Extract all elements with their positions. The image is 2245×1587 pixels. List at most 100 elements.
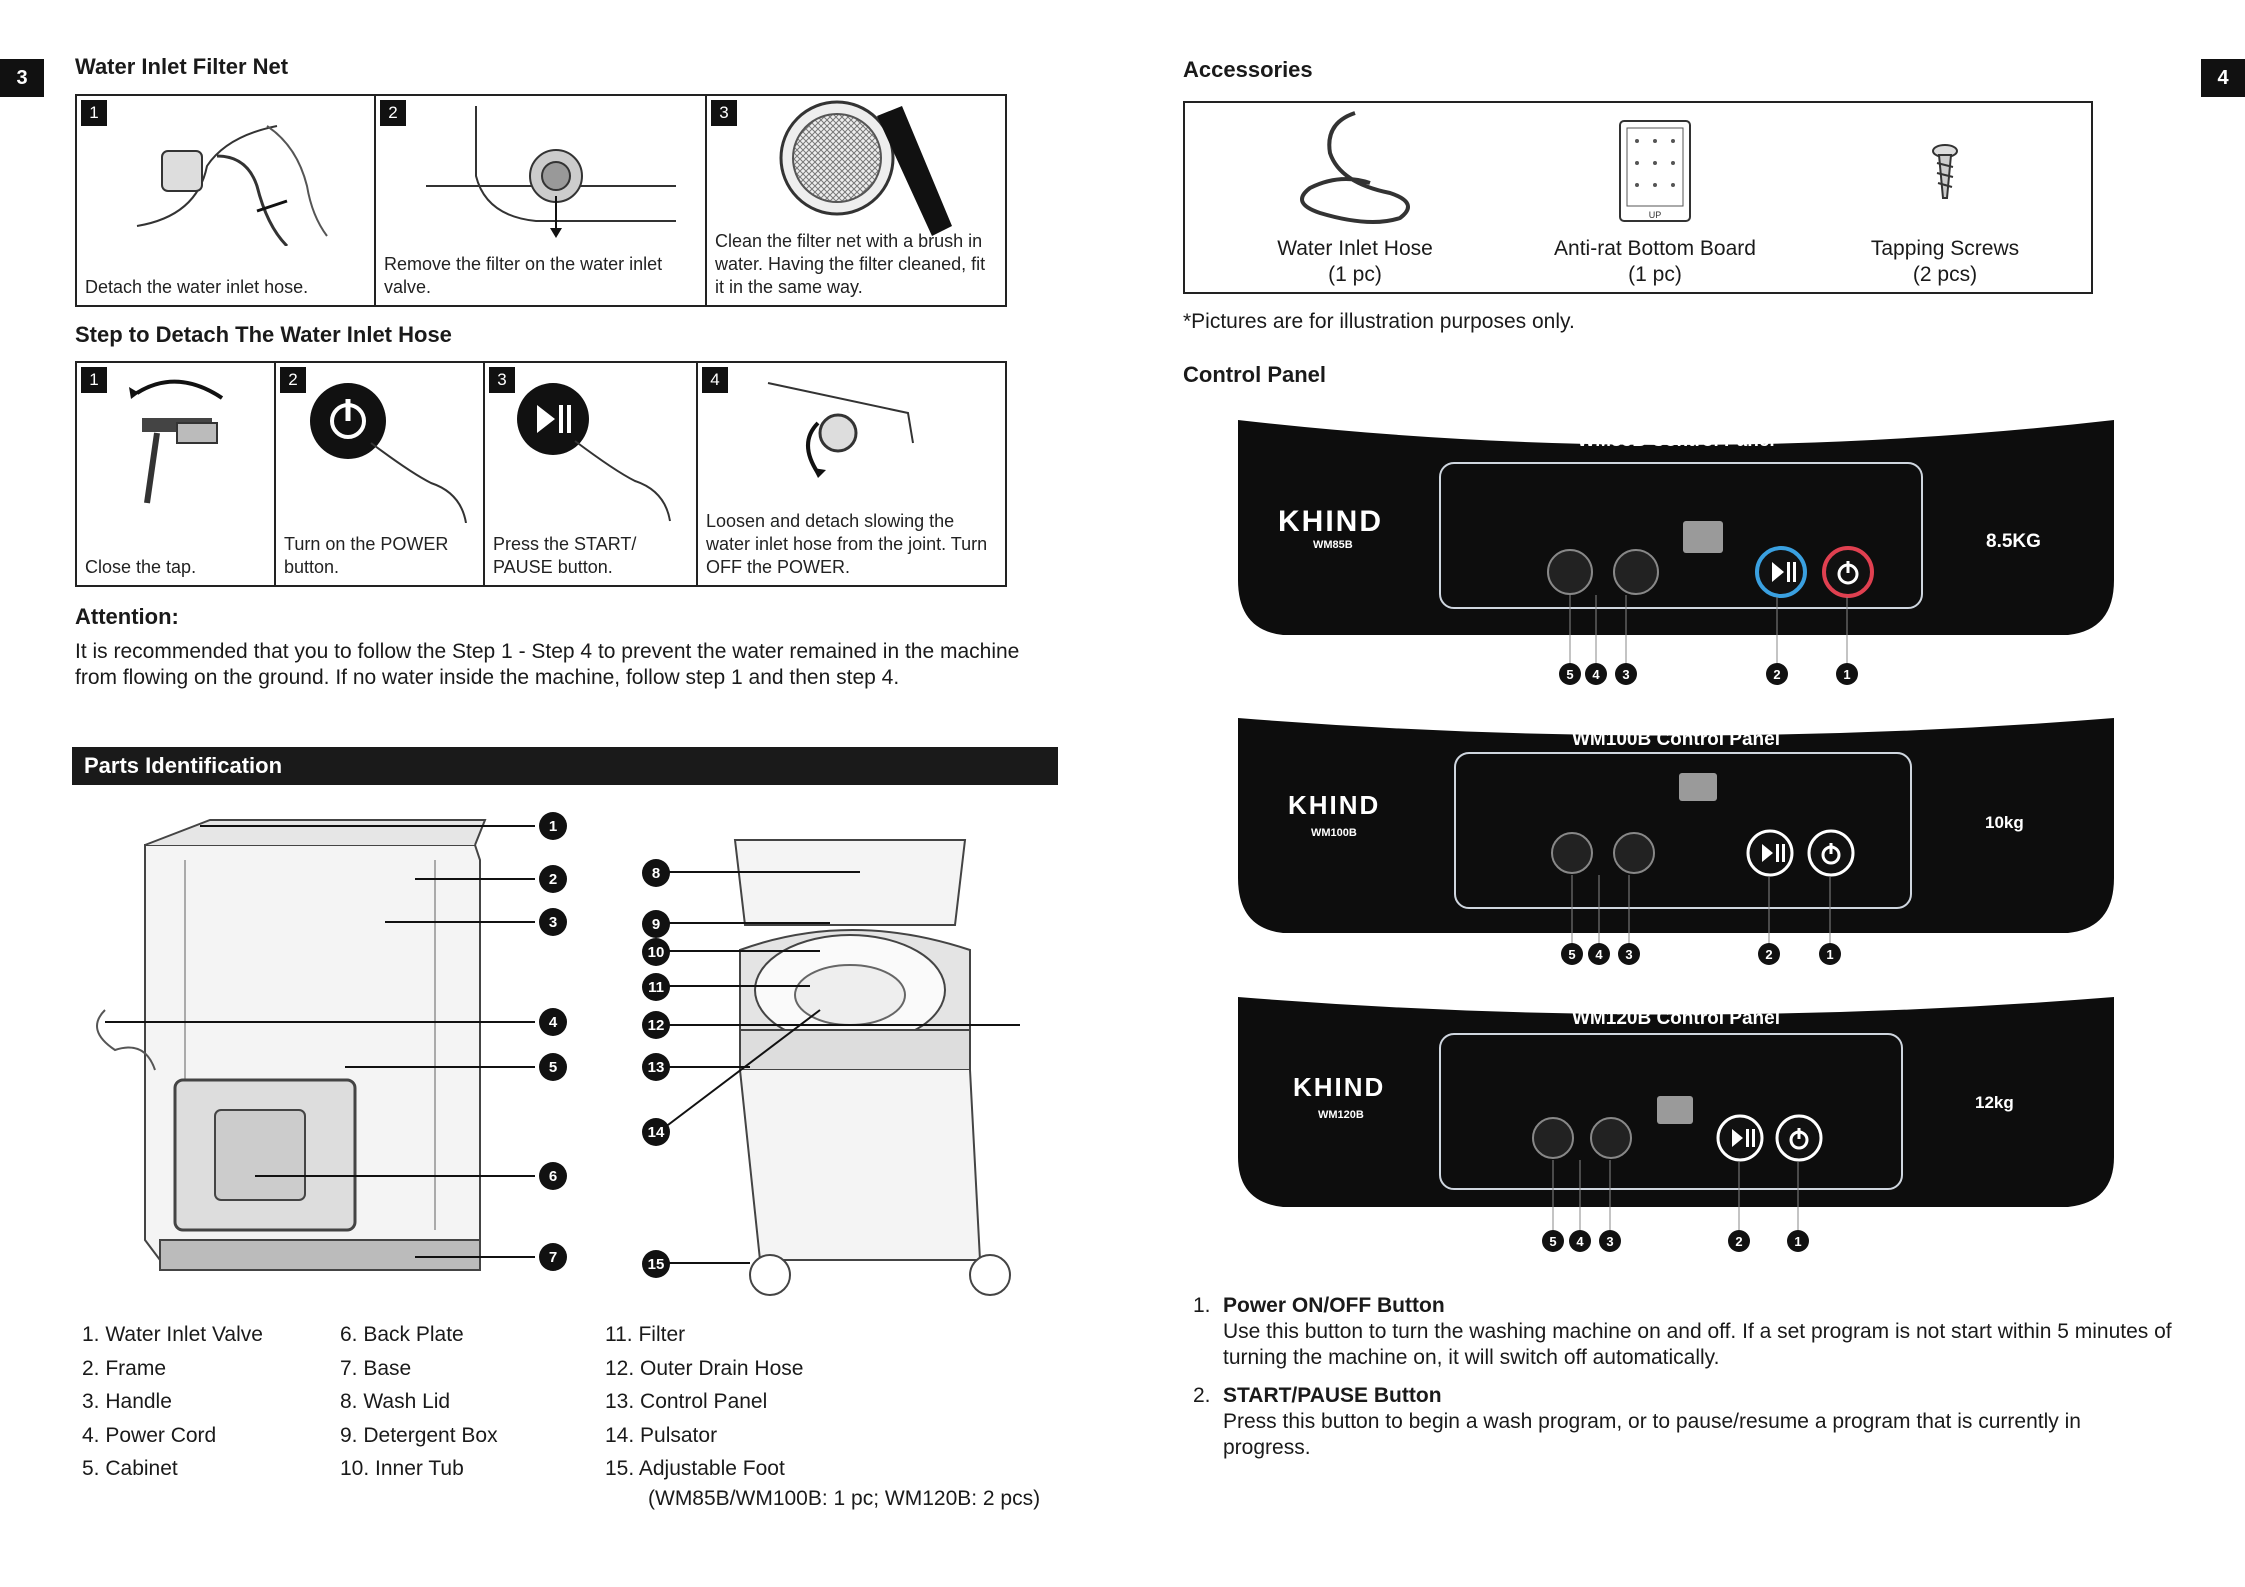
water-level-button[interactable]	[1547, 549, 1593, 595]
hose-icon	[1300, 111, 1410, 224]
part-item: 8. Wash Lid	[340, 1390, 451, 1413]
accessory-hose: Water Inlet Hose (1 pc)	[1235, 103, 1475, 288]
panel-body	[1238, 718, 2114, 949]
step-caption: Loosen and detach slowing the water inle…	[706, 511, 988, 577]
description-start-pause: 2.START/PAUSE Button Press this button t…	[1193, 1383, 2173, 1461]
display-screen	[1657, 1096, 1693, 1124]
filter-step-2: 2 Remove the filter on the water inlet v…	[376, 96, 707, 305]
brand-logo: KHIND	[1288, 790, 1381, 820]
panel-marker: 3	[1615, 663, 1637, 685]
callout-marker: 12	[642, 1011, 670, 1039]
accessory-qty: (1 pc)	[1628, 263, 1682, 286]
parts-list-col3: 11. Filter 12. Outer Drain Hose 13. Cont…	[605, 1318, 1040, 1512]
step-number: 3	[711, 100, 737, 126]
brand-logo: KHIND	[1293, 1072, 1386, 1102]
display-screen	[1683, 521, 1723, 553]
panel-marker: 1	[1836, 663, 1858, 685]
step-caption: Turn on the POWER button.	[284, 534, 449, 577]
callout-marker: 9	[642, 910, 670, 938]
panel-wm100b: WM100B Control Panel KHIND WM100B 10kg 5…	[1233, 713, 2119, 973]
callout-marker: 5	[539, 1053, 567, 1081]
callout-marker: 6	[539, 1162, 567, 1190]
panel-capacity: 10kg	[1985, 813, 2024, 832]
control-panel-title: Control Panel	[1183, 362, 1327, 387]
step-caption: Close the tap.	[85, 557, 197, 577]
accessories-box: Water Inlet Hose (1 pc) UP Anti-rat Bott…	[1183, 101, 2093, 294]
program-button[interactable]	[1613, 832, 1655, 874]
panel-marker: 4	[1588, 943, 1610, 965]
program-button[interactable]	[1613, 549, 1659, 595]
panel-wm85b: WM85B Control Panel KHIND WM85B 8.5KG 5 …	[1233, 415, 2119, 685]
description-number: 1.	[1193, 1294, 1211, 1317]
part-item: 12. Outer Drain Hose	[605, 1356, 804, 1380]
panel-title: WM100B Control Panel	[1572, 729, 1780, 750]
panel-capacity: 8.5KG	[1986, 531, 2041, 552]
part-item: 1. Water Inlet Valve	[82, 1323, 263, 1346]
part-item: 5. Cabinet	[82, 1457, 178, 1480]
callout-marker: 11	[642, 973, 670, 1001]
description-title: START/PAUSE Button	[1223, 1384, 1442, 1407]
power-button-illustration	[310, 383, 467, 523]
remove-filter-illustration	[426, 106, 676, 238]
filter-section-title: Water Inlet Filter Net	[75, 54, 289, 79]
panel-body	[1238, 997, 2114, 1230]
accessory-qty: (1 pc)	[1328, 263, 1382, 286]
panel-wm120b: WM120B Control Panel KHIND WM120B 12kg 5…	[1233, 992, 2119, 1257]
part-item: 2. Frame	[82, 1356, 167, 1380]
callout-marker: 2	[539, 865, 567, 893]
accessory-qty: (2 pcs)	[1912, 263, 1978, 286]
attention-title: Attention:	[75, 604, 179, 629]
step-number: 4	[702, 367, 728, 393]
loosen-hose-illustration	[767, 382, 914, 478]
water-level-button[interactable]	[1532, 1117, 1574, 1159]
accessory-board: UP Anti-rat Bottom Board (1 pc)	[1515, 103, 1795, 288]
description-number: 2.	[1193, 1384, 1211, 1407]
water-level-button[interactable]	[1551, 832, 1593, 874]
step-caption: Detach the water inlet hose.	[85, 277, 309, 297]
program-button[interactable]	[1590, 1117, 1632, 1159]
description-text: Use this button to turn the washing mach…	[1223, 1320, 2172, 1369]
panel-marker: 1	[1787, 1230, 1809, 1252]
callout-marker: 14	[642, 1118, 670, 1146]
step-number: 1	[81, 367, 107, 393]
screw-icon	[1932, 144, 1958, 199]
accessory-screws: Tapping Screws (2 pcs)	[1815, 103, 2075, 288]
detach-steps-grid: 1 Close the tap. 2 Turn on the POWER but…	[75, 361, 1007, 587]
panel-capacity: 12kg	[1975, 1093, 2014, 1112]
detach-step-3: 3 Press the START/ PAUSE button.	[485, 363, 698, 585]
part-item: 3. Handle	[82, 1390, 172, 1413]
panel-title: WM120B Control Panel	[1572, 1008, 1780, 1029]
part-item: 11. Filter	[605, 1323, 686, 1346]
page-number-right: 4	[2201, 59, 2245, 97]
panel-marker: 2	[1728, 1230, 1750, 1252]
step-number: 2	[380, 100, 406, 126]
panel-model: WM120B	[1318, 1109, 1364, 1121]
accessory-name: Water Inlet Hose	[1277, 237, 1433, 260]
description-power: 1.Power ON/OFF Button Use this button to…	[1193, 1293, 2173, 1371]
detach-step-4: 4 Loosen and detach slowing the water in…	[698, 363, 1005, 585]
callout-marker: 8	[642, 859, 670, 887]
brush-filter-illustration	[779, 100, 952, 236]
board-label: UP	[1649, 210, 1662, 220]
step-caption: Remove the filter on the water inlet val…	[384, 254, 663, 297]
detach-step-2: 2 Turn on the POWER button.	[276, 363, 485, 585]
panel-title: WM85B Control Panel	[1577, 430, 1775, 451]
panel-model: WM85B	[1313, 539, 1353, 551]
callout-marker: 1	[539, 812, 567, 840]
panel-marker: 5	[1542, 1230, 1564, 1252]
page-number-left: 3	[0, 59, 44, 97]
panel-marker: 5	[1561, 943, 1583, 965]
illustration-note: *Pictures are for illustration purposes …	[1183, 310, 1575, 333]
step-number: 2	[280, 367, 306, 393]
parts-list-col2: 6. Back Plate 7. Base 8. Wash Lid 9. Det…	[340, 1318, 498, 1486]
callout-marker: 10	[642, 938, 670, 966]
part-item: 6. Back Plate	[340, 1323, 464, 1346]
panel-marker: 3	[1618, 943, 1640, 965]
panel-marker: 5	[1559, 663, 1581, 685]
detach-step-1: 1 Close the tap.	[77, 363, 276, 585]
board-icon: UP	[1619, 120, 1691, 222]
step-caption: Press the START/ PAUSE button.	[493, 534, 637, 577]
part-item: 14. Pulsator	[605, 1423, 718, 1447]
detach-hose-illustration	[136, 125, 328, 246]
brand-logo: KHIND	[1278, 505, 1383, 538]
